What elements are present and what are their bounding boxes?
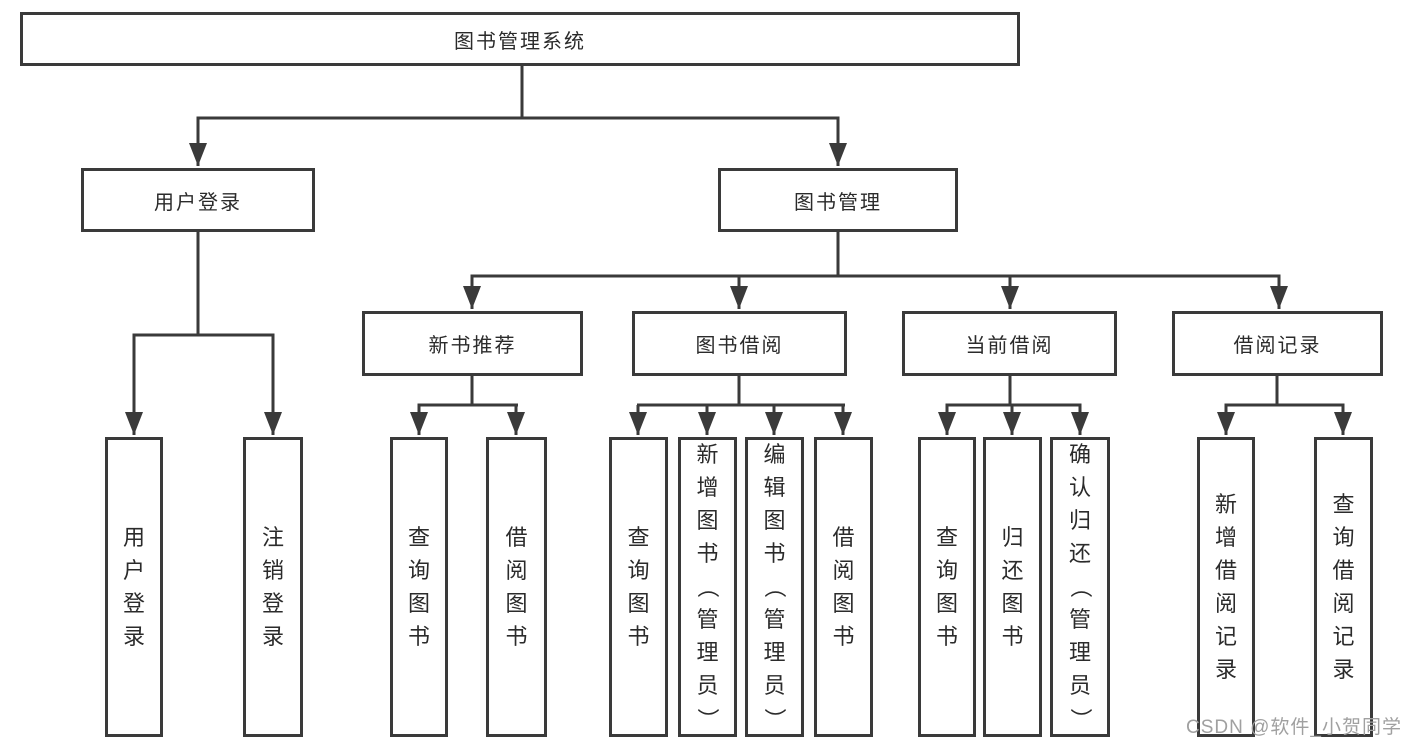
leaf-logout-login: 注销登录	[243, 437, 303, 737]
leaf-query-books-borrowing: 查询图书	[609, 437, 668, 737]
connector-current-borrowing	[945, 376, 1082, 407]
leaf-confirm-return-admin: 确认归还（管理员）	[1050, 437, 1110, 737]
leaf-add-borrow-record: 新增借阅记录	[1197, 437, 1255, 737]
node-current-borrowing: 当前借阅	[902, 311, 1117, 376]
leaf-user-login: 用户登录	[105, 437, 163, 737]
leaf-query-books-current: 查询图书	[918, 437, 976, 737]
connector-root	[196, 65, 840, 120]
node-borrowing-records: 借阅记录	[1172, 311, 1383, 376]
leaf-query-books-recommend: 查询图书	[390, 437, 448, 737]
node-library-management-system: 图书管理系统	[20, 12, 1020, 66]
leaf-borrow-books-recommend: 借阅图书	[486, 437, 547, 737]
leaf-add-books-admin: 新增图书（管理员）	[678, 437, 737, 737]
connector-user-login	[132, 232, 275, 337]
connector-borrowing-records	[1224, 376, 1345, 407]
node-user-login: 用户登录	[81, 168, 315, 232]
connector-book-management	[470, 232, 1281, 278]
node-book-management: 图书管理	[718, 168, 958, 232]
node-new-book-recommend: 新书推荐	[362, 311, 583, 376]
leaf-edit-books-admin: 编辑图书（管理员）	[745, 437, 804, 737]
leaf-borrow-books-borrowing: 借阅图书	[814, 437, 873, 737]
csdn-watermark: CSDN @软件_小贺同学	[1186, 717, 1402, 738]
leaf-query-borrow-record: 查询借阅记录	[1314, 437, 1373, 737]
connector-book-borrowing	[637, 376, 845, 407]
leaf-return-books: 归还图书	[983, 437, 1042, 737]
node-book-borrowing: 图书借阅	[632, 311, 847, 376]
connector-new-book-recommend	[417, 376, 518, 407]
